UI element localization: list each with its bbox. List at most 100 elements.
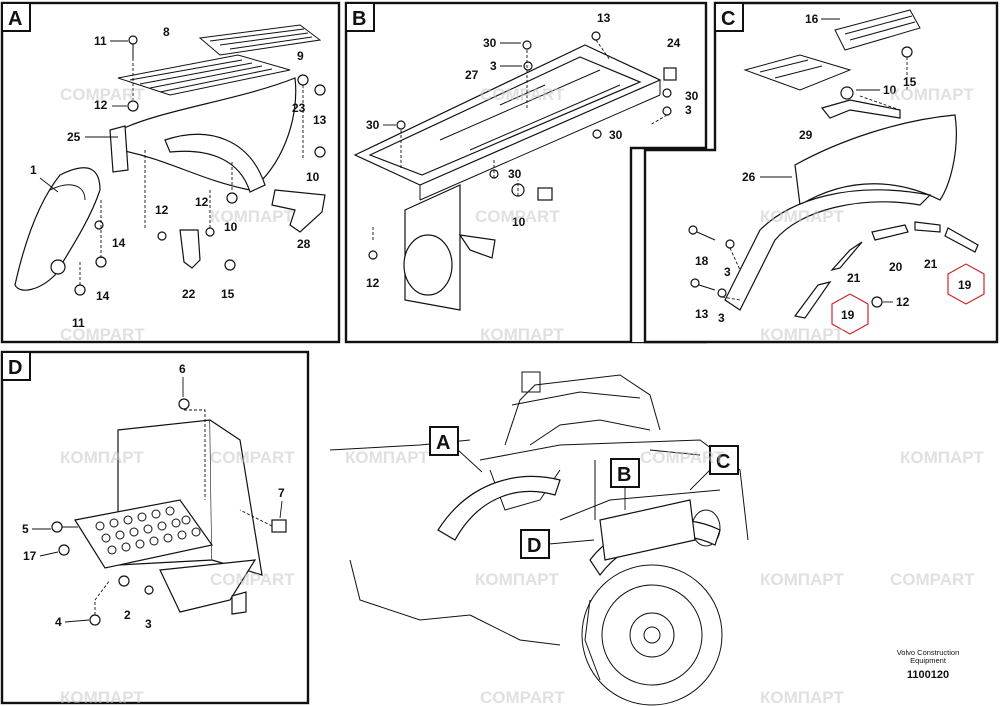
callout-a-box — [429, 426, 459, 456]
svg-text:14: 14 — [112, 236, 126, 250]
svg-text:КОМПАРТ: КОМПАРТ — [60, 448, 144, 467]
svg-text:24: 24 — [667, 36, 681, 50]
svg-text:5: 5 — [22, 522, 29, 536]
callout-a: A — [436, 432, 450, 454]
bracket-22 — [179, 229, 201, 269]
panel-d-labels: 6 7 5 17 2 3 4 — [22, 362, 285, 631]
svg-text:КОМПАРТ: КОМПАРТ — [760, 207, 844, 226]
panel-a-labels: 11 8 9 12 23 13 25 10 1 12 12 10 14 14 2… — [30, 25, 327, 330]
svg-text:COMPART: COMPART — [640, 448, 725, 467]
fender-25 — [109, 77, 297, 193]
svg-text:12: 12 — [195, 195, 209, 209]
bracket-28 — [271, 189, 326, 233]
svg-text:10: 10 — [883, 83, 897, 97]
highlight-hex-19-left — [831, 293, 869, 335]
svg-text:КОМПАРТ: КОМПАРТ — [345, 448, 429, 467]
svg-text:COMPART: COMPART — [210, 448, 295, 467]
side-panel-1 — [14, 167, 101, 291]
svg-text:6: 6 — [179, 362, 186, 376]
callout-b: B — [617, 464, 631, 486]
svg-text:26: 26 — [742, 170, 756, 184]
svg-text:21: 21 — [924, 257, 938, 271]
svg-text:11: 11 — [72, 316, 85, 330]
svg-text:16: 16 — [805, 12, 819, 26]
step-box — [74, 419, 263, 613]
svg-text:КОМПАРТ: КОМПАРТ — [210, 207, 294, 226]
svg-text:17: 17 — [23, 549, 37, 563]
duct-bracket — [403, 184, 496, 311]
dashed-guides-b — [372, 39, 668, 240]
svg-text:14: 14 — [96, 289, 110, 303]
svg-text:10: 10 — [224, 220, 238, 234]
fasteners-d — [51, 398, 287, 626]
machine-overview: A B C D — [329, 371, 749, 706]
dashed-guides-c — [721, 57, 908, 301]
highlight-hex-19-right — [947, 263, 985, 305]
drawing-code: 1100120 — [907, 669, 949, 681]
svg-text:30: 30 — [609, 128, 623, 142]
svg-text:12: 12 — [896, 295, 910, 309]
panel-a: A — [0, 1, 341, 344]
svg-text:30: 30 — [483, 36, 497, 50]
fasteners-c — [688, 46, 913, 308]
svg-text:27: 27 — [465, 68, 479, 82]
svg-text:15: 15 — [903, 75, 917, 89]
step-plate-8 — [117, 54, 291, 96]
svg-text:COMPART: COMPART — [475, 207, 560, 226]
svg-text:КОМПАРТ: КОМПАРТ — [900, 448, 984, 467]
svg-text:9: 9 — [297, 49, 304, 63]
svg-text:10: 10 — [512, 215, 526, 229]
svg-text:13: 13 — [695, 307, 709, 321]
step-plate-16 — [834, 9, 921, 51]
panel-b-labels: 13 30 24 3 27 30 3 30 30 30 10 12 — [366, 11, 699, 290]
svg-text:КОМПАРТ: КОМПАРТ — [760, 688, 844, 706]
step-plate-9 — [198, 24, 322, 56]
svg-text:COMPART: COMPART — [210, 570, 295, 589]
svg-text:2: 2 — [124, 608, 131, 622]
svg-text:КОМПАРТ: КОМПАРТ — [60, 688, 144, 706]
step-tread-holes — [95, 506, 201, 555]
front-fender-overview — [589, 499, 721, 577]
svg-text:18: 18 — [695, 254, 709, 268]
svg-text:12: 12 — [366, 276, 380, 290]
panel-c-labels: 16 15 10 29 26 18 3 21 20 21 19 13 3 19 … — [695, 12, 972, 325]
footer-block: Volvo Construction Equipment 1100120 — [897, 648, 960, 681]
svg-text:28: 28 — [297, 237, 311, 251]
svg-text:20: 20 — [889, 260, 903, 274]
svg-text:3: 3 — [685, 103, 692, 117]
svg-text:29: 29 — [799, 128, 813, 142]
svg-text:3: 3 — [490, 59, 497, 73]
svg-text:COMPART: COMPART — [890, 570, 975, 589]
callout-d: D — [527, 535, 541, 557]
svg-text:COMPART: COMPART — [480, 688, 565, 706]
panel-d: D — [0, 350, 310, 705]
svg-text:23: 23 — [292, 101, 306, 115]
svg-text:12: 12 — [94, 98, 108, 112]
step-plate-lower — [743, 54, 852, 91]
brand-line-2: Equipment — [910, 656, 947, 665]
panel-b-tag: B — [352, 8, 366, 30]
svg-text:22: 22 — [182, 287, 196, 301]
svg-text:13: 13 — [313, 113, 327, 127]
svg-text:13: 13 — [597, 11, 611, 25]
callout-c: C — [716, 451, 730, 473]
svg-text:11: 11 — [94, 34, 107, 48]
svg-text:30: 30 — [366, 118, 380, 132]
bracket-29 — [820, 99, 901, 119]
svg-text:КОМПАРТ: КОМПАРТ — [760, 570, 844, 589]
rear-fender-overview — [437, 475, 561, 541]
svg-text:КОМПАРТ: КОМПАРТ — [475, 570, 559, 589]
svg-text:7: 7 — [278, 486, 285, 500]
wheel-overview — [581, 564, 723, 706]
dashed-guides-d — [94, 409, 273, 615]
svg-text:КОМПАРТ: КОМПАРТ — [760, 325, 844, 344]
mudflap-segments — [793, 221, 979, 319]
brand-line-1: Volvo Construction — [897, 648, 960, 657]
panel-c-tag: C — [721, 8, 735, 30]
panel-d-tag: D — [8, 357, 22, 379]
svg-text:19: 19 — [841, 308, 855, 322]
svg-text:12: 12 — [155, 203, 169, 217]
dashed-guides-a — [79, 58, 304, 285]
svg-text:COMPART: COMPART — [60, 85, 145, 104]
